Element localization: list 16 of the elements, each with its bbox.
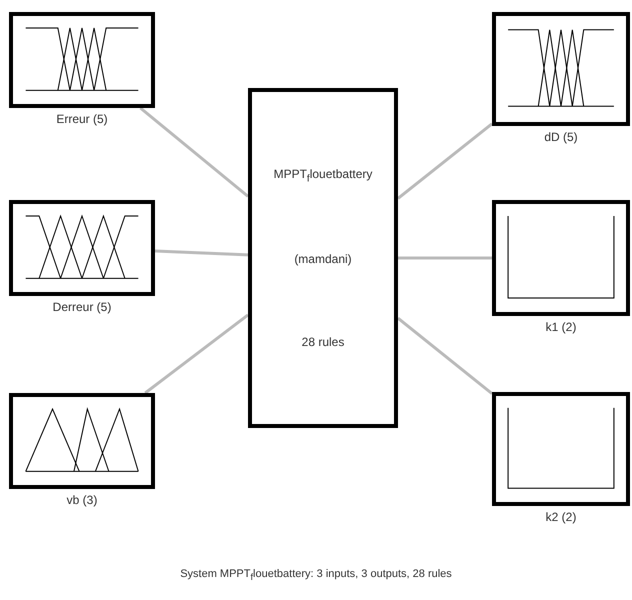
connector-line: [154, 250, 248, 256]
connector-line: [398, 256, 492, 260]
rule-count: 28 rules: [300, 335, 346, 349]
variable-label: k2 (2): [544, 510, 578, 524]
connector-line: [397, 122, 493, 200]
variable-label: dD (5): [543, 130, 579, 144]
system-name: MPPT$_{f}$louetbattery: [272, 167, 374, 184]
variable-label: Erreur (5): [55, 112, 109, 126]
connector-line: [139, 106, 249, 198]
variable-label: Derreur (5): [52, 300, 112, 314]
variable-label: k1 (2): [544, 320, 578, 334]
inference-type: (mamdani): [293, 252, 353, 266]
connector-line: [397, 317, 493, 395]
variable-label: vb (3): [66, 493, 98, 507]
connector-line: [144, 314, 249, 394]
system-summary-caption: System MPPT$_{f}$louetbattery: 3 inputs, 3 outputs, 28 rules: [179, 568, 453, 582]
